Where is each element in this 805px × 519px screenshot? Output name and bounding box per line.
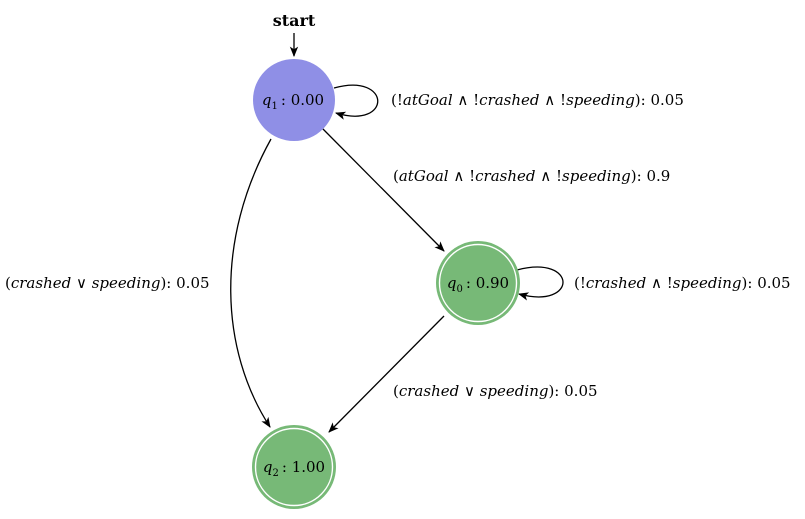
state-q0-accepting-ring [438, 243, 518, 323]
state-q2: q2: 1.00 [252, 425, 336, 509]
edge-q1-self-loop [333, 84, 379, 120]
state-q2-label: q2: 1.00 [263, 458, 325, 479]
edge-q0-self-loop [516, 266, 564, 301]
state-q2-circle [252, 425, 336, 509]
state-q2-accepting-ring [254, 427, 334, 507]
state-q1: q1: 0.00 [253, 59, 335, 141]
edge-label-q1-to-q2: (crashed ∨ speeding): 0.05 [5, 274, 210, 292]
edge-label-q1-self-loop: (!atGoal ∧ !crashed ∧ !speeding): 0.05 [391, 91, 684, 109]
state-q0: q0: 0.90 [436, 241, 520, 325]
state-q1-circle [253, 59, 335, 141]
start-label: start [273, 11, 316, 30]
state-q0-label: q0: 0.90 [447, 274, 509, 295]
edge-label-q1-to-q0: (atGoal ∧ !crashed ∧ !speeding): 0.9 [393, 167, 670, 185]
edge-label-q0-self-loop: (!crashed ∧ !speeding): 0.05 [574, 274, 791, 292]
edge-label-q0-to-q2: (crashed ∨ speeding): 0.05 [393, 382, 598, 400]
edge-q0-to-q2 [328, 315, 445, 433]
state-q1-label: q1: 0.00 [262, 91, 324, 112]
state-q0-circle [436, 241, 520, 325]
edge-q1-to-q0 [321, 127, 445, 252]
edge-q1-to-q2 [230, 138, 272, 428]
